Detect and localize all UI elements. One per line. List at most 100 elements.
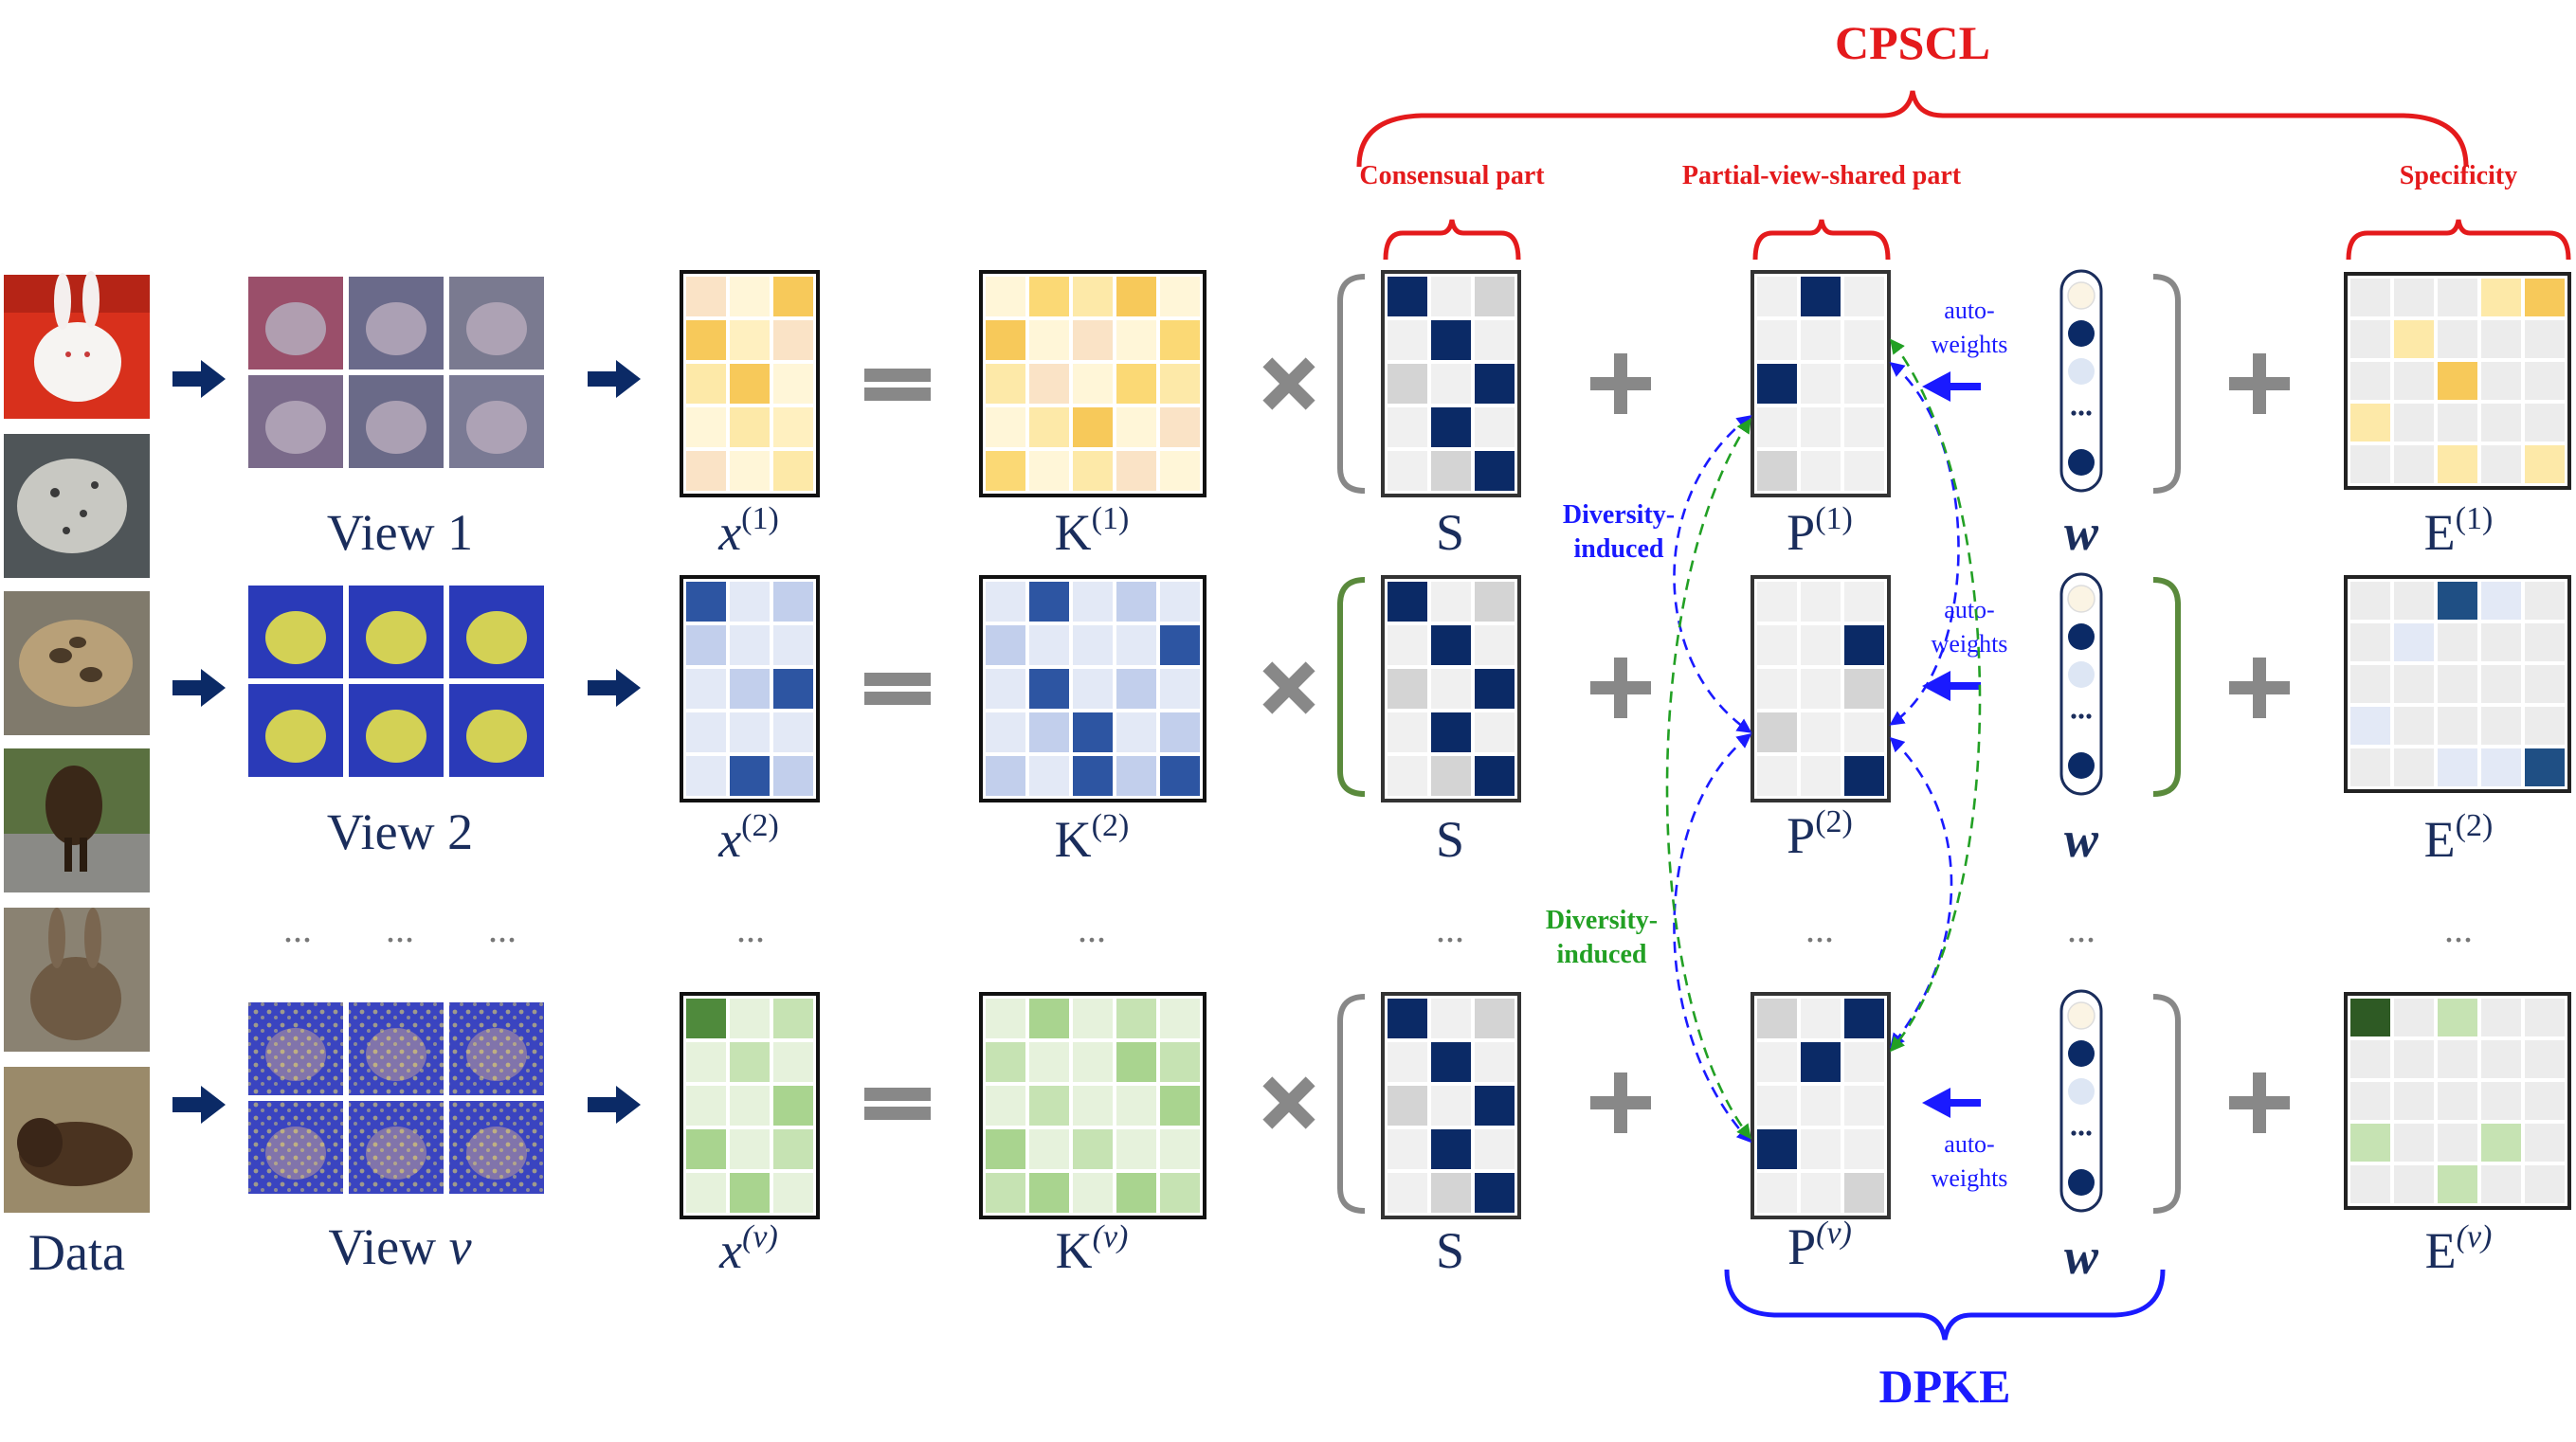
e1-matrix-cell: [2350, 320, 2390, 358]
ev-matrix-cell: [2350, 1165, 2390, 1203]
xv-matrix-cell: [773, 1129, 813, 1169]
k1-matrix-cell: [986, 320, 1025, 360]
specificity-label: Specificity: [2400, 161, 2517, 190]
kv-matrix-cell: [1160, 1086, 1200, 1126]
e2-label: E(2): [2424, 808, 2494, 868]
sv-matrix-cell: [1475, 1086, 1515, 1126]
pv-matrix-cell: [1844, 1042, 1884, 1082]
kv-matrix-cell: [1116, 1173, 1156, 1213]
consensual-label: Consensual part: [1359, 161, 1545, 190]
sv-matrix-cell: [1431, 1042, 1471, 1082]
x2-matrix-cell: [686, 712, 726, 752]
s1-matrix-cell: [1475, 451, 1515, 491]
p2-matrix: [1751, 575, 1891, 802]
p1-matrix-cell: [1757, 407, 1797, 447]
k2-matrix-cell: [986, 669, 1025, 709]
p2-matrix-cell: [1757, 625, 1797, 665]
k1-matrix-cell: [1160, 320, 1200, 360]
x2-matrix-cell: [773, 756, 813, 796]
kv-matrix-cell: [986, 1173, 1025, 1213]
kv-matrix-cell: [1160, 1173, 1200, 1213]
e1-matrix-cell: [2438, 445, 2477, 483]
bracket-right-row2: [2152, 577, 2181, 797]
s1-matrix-cell: [1475, 277, 1515, 316]
s1-matrix: [1381, 270, 1521, 497]
brackets: [1337, 274, 2181, 1214]
xv-label: x(v): [718, 1219, 778, 1279]
xv-matrix-cell: [773, 1086, 813, 1126]
w2-label: w: [2064, 811, 2099, 868]
xv-matrix-cell: [730, 1173, 770, 1213]
kv-matrix-cell: [986, 1086, 1025, 1126]
pv-matrix-cell: [1801, 1173, 1841, 1213]
green-arrow-left-p1-pv: [1665, 418, 1751, 1140]
w-vector-row1-entry-dark: [2068, 320, 2095, 347]
e2-matrix-cell: [2438, 582, 2477, 620]
p1-matrix-cell: [1801, 277, 1841, 316]
pv-matrix-cell: [1757, 1086, 1797, 1126]
xv-matrix-cell: [730, 1042, 770, 1082]
p2-matrix-cell: [1844, 712, 1884, 752]
k2-matrix-cell: [1160, 756, 1200, 796]
e2-matrix-cell: [2438, 623, 2477, 661]
p2-matrix-cell: [1757, 756, 1797, 796]
kv-matrix-cell: [1073, 999, 1113, 1038]
p1-matrix-cell: [1844, 320, 1884, 360]
w-vector-row2-ellipsis-dot: [2086, 713, 2092, 719]
diversity-green-line1: Diversity-: [1546, 906, 1658, 935]
p1-matrix-cell: [1757, 277, 1797, 316]
e2-matrix-cell: [2525, 665, 2565, 703]
view1-grid-tile: [248, 375, 343, 468]
diversity-blue-line1: Diversity-: [1563, 500, 1675, 530]
blue-arrow-right-p1-p2: [1889, 362, 1960, 726]
k1-matrix-cell: [1029, 364, 1069, 404]
p1-label: P(1): [1787, 501, 1853, 561]
p2-matrix-cell: [1844, 625, 1884, 665]
s2-matrix-cell: [1388, 712, 1427, 752]
s2-matrix-cell: [1388, 756, 1427, 796]
k2-matrix-cell: [986, 756, 1025, 796]
matrices: [680, 270, 2571, 1219]
s2-label: S: [1436, 811, 1464, 868]
ev-matrix-cell: [2394, 999, 2434, 1036]
xv-matrix-cell: [730, 1129, 770, 1169]
s2-matrix-cell: [1475, 582, 1515, 622]
e2-matrix-cell: [2350, 623, 2390, 661]
view2-grid: [248, 586, 544, 777]
p2-matrix-cell: [1757, 669, 1797, 709]
sv-matrix-cell: [1388, 1173, 1427, 1213]
kv-matrix-cell: [1116, 1042, 1156, 1082]
partial-brace: [1752, 219, 1891, 261]
ev-matrix-cell: [2481, 1040, 2521, 1078]
auto-text-row2-b: weights: [1932, 630, 2008, 658]
viewv-grid-tile: [248, 1101, 343, 1194]
kv-matrix-cell: [1073, 1173, 1113, 1213]
viewv-grid-tile-texture: [449, 1002, 544, 1095]
s1-matrix-cell: [1431, 364, 1471, 404]
bracket-left-rowv: [1337, 994, 1366, 1214]
dots-s: ...: [1436, 908, 1464, 950]
bracket-left-row2: [1337, 577, 1366, 797]
times-row2: [1262, 661, 1315, 714]
e2-matrix-cell: [2394, 623, 2434, 661]
p1-matrix-cell: [1757, 451, 1797, 491]
e1-matrix: [2344, 272, 2571, 490]
ev-matrix-cell: [2394, 1165, 2434, 1203]
green-arrow-right-p1-pv: [1889, 338, 1982, 1053]
dots-2: ...: [386, 908, 414, 950]
x1-label: x(1): [717, 501, 779, 561]
s1-matrix-cell: [1431, 407, 1471, 447]
e2-matrix-cell: [2350, 582, 2390, 620]
s1-label: S: [1436, 504, 1464, 561]
ev-matrix-cell: [2394, 1082, 2434, 1120]
viewv-grid-tile-texture: [248, 1002, 343, 1095]
plus-sp-rowv-bar-v: [1614, 1072, 1627, 1133]
x2-label: x(2): [717, 808, 779, 868]
arrow-data-view2: [172, 669, 226, 707]
operators: [864, 353, 2290, 1133]
view2-grid-tile-subject: [265, 710, 326, 763]
e2-matrix-cell: [2481, 623, 2521, 661]
e1-matrix-cell: [2394, 404, 2434, 442]
s2-matrix-cell: [1475, 756, 1515, 796]
p1-matrix-cell: [1757, 364, 1797, 404]
